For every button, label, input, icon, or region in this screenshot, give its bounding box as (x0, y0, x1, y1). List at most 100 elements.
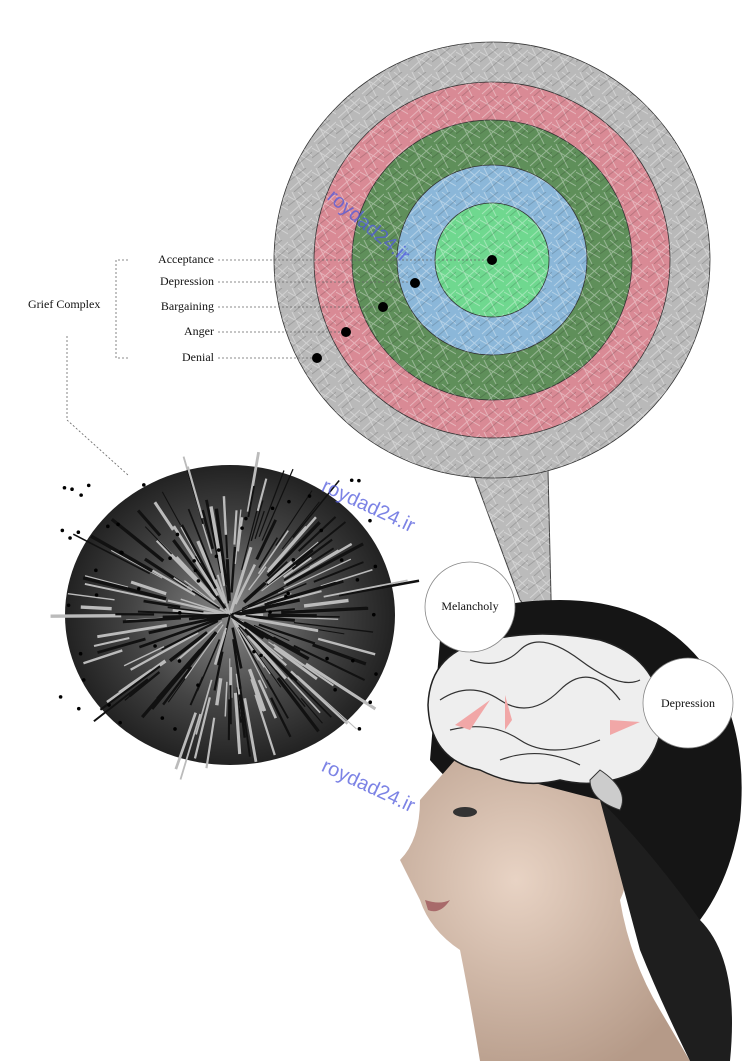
fur-spike (261, 468, 294, 541)
brain-illustration (427, 633, 663, 811)
fur-spike (250, 500, 264, 542)
fur-spike (287, 676, 321, 714)
fur-dot (287, 499, 291, 504)
fur-spike (218, 535, 230, 604)
fur-spike (185, 631, 218, 670)
fur-spike (270, 697, 292, 738)
fur-spike (187, 508, 217, 580)
fur-dot (368, 518, 372, 523)
fur-dot (66, 603, 71, 608)
fur-spike (277, 558, 352, 594)
fur-dot (339, 558, 344, 562)
fur-spike (241, 506, 259, 571)
fur-dot (175, 532, 180, 537)
fur-spike (148, 614, 229, 635)
marker-bargaining (378, 302, 388, 312)
fur-spike (110, 517, 165, 563)
grief-rings (273, 41, 711, 479)
fur-spike (231, 627, 243, 669)
fur-spike (110, 550, 163, 579)
fur-spike (195, 679, 213, 735)
fur-spike (246, 593, 292, 610)
fur-dot (357, 727, 362, 731)
fur-spike (257, 679, 278, 719)
fur-spike (153, 501, 175, 531)
fur-dot (307, 494, 312, 498)
fur-spike (143, 599, 181, 609)
fur-spike (130, 580, 167, 596)
fur-spike (272, 643, 335, 687)
fur-dot (79, 493, 83, 497)
fur-spike (161, 491, 182, 526)
fur-spike (174, 712, 197, 770)
fur-spike (191, 590, 221, 610)
fur-spike (224, 681, 228, 717)
fur-spike (84, 582, 167, 603)
fur-spike (189, 676, 204, 706)
fur-spike (124, 671, 160, 701)
fur-dot (374, 672, 378, 676)
fur-spike (233, 692, 242, 755)
fur-dot (60, 528, 65, 533)
fur-dot (368, 700, 373, 705)
fur-spike (72, 533, 151, 575)
fur-spike (167, 599, 225, 615)
fur-spike (144, 526, 173, 555)
fur-dot (373, 564, 378, 569)
label-acceptance: Acceptance (158, 252, 214, 266)
fur-dot (94, 593, 99, 597)
fur-dot (168, 556, 172, 560)
fur-dot (349, 478, 354, 483)
fur-spike (265, 679, 289, 719)
fur-spike (292, 480, 340, 538)
fur-spike (246, 628, 284, 660)
fur-dot (81, 678, 86, 682)
fur-dot (240, 526, 244, 530)
fur-spike (300, 697, 323, 724)
fur-spike (118, 668, 152, 693)
fur-spike (213, 630, 227, 666)
fur-dot (173, 727, 177, 731)
label-anger: Anger (184, 324, 214, 338)
fur-spike (258, 470, 285, 538)
fur-spike (258, 623, 316, 645)
fur-spike (247, 587, 285, 608)
fur-spike (323, 579, 408, 598)
fur-spike (193, 697, 211, 759)
fur-spike (267, 525, 308, 572)
fur-spike (162, 666, 193, 706)
fur-spike (236, 517, 244, 552)
lips (425, 900, 450, 912)
stage-markers (312, 255, 497, 363)
fur-spike (234, 509, 242, 565)
fur-spike (248, 566, 267, 591)
fur-spike (257, 530, 289, 575)
fur-spike (312, 643, 367, 666)
fur-spike (130, 631, 199, 671)
melancholy-label: Melancholy (441, 599, 499, 613)
fur-dot (196, 683, 200, 687)
fur-dot (106, 524, 110, 529)
fur-dot (136, 586, 141, 591)
fur-spike (179, 713, 202, 780)
fur-spike (201, 523, 213, 554)
marker-depression (410, 278, 420, 288)
depression-bubble (642, 657, 734, 749)
fur-spike (186, 469, 207, 535)
fur-spike (99, 665, 161, 711)
fur-spike (287, 615, 340, 618)
fur-spike (305, 662, 377, 711)
fur-spike (168, 631, 209, 663)
fur-spike (172, 608, 226, 616)
fur-spike (136, 509, 162, 537)
fur-spike (247, 668, 267, 712)
fur-spike (275, 490, 313, 546)
fur-spike (225, 559, 231, 601)
fur-dot (177, 659, 182, 663)
fur-spike (246, 451, 260, 512)
fur-dot (78, 651, 83, 656)
fur-spike (167, 606, 204, 613)
fur-spike (82, 576, 167, 601)
fur-spike (303, 598, 349, 608)
fur-dot (116, 522, 120, 527)
